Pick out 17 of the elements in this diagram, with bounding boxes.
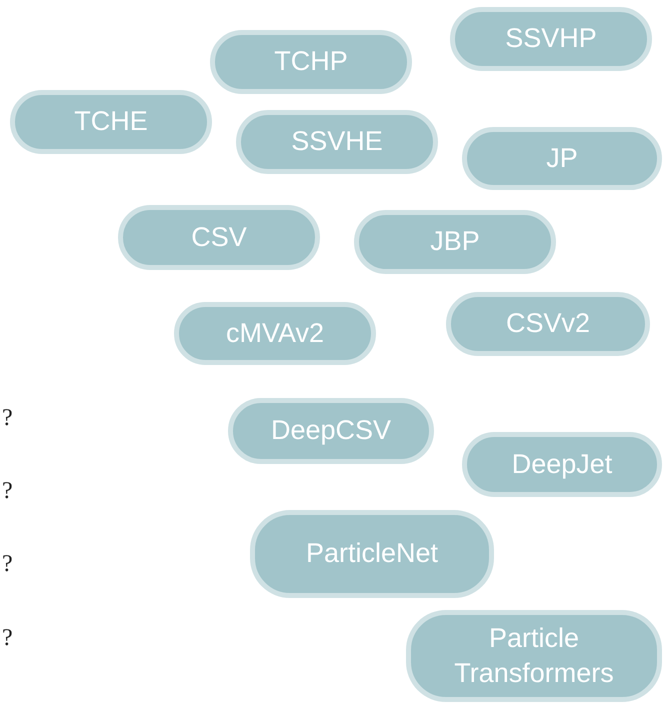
algorithm-pill: TCHE xyxy=(10,90,212,154)
algorithm-pill: cMVAv2 xyxy=(174,302,376,365)
algorithm-pill: JBP xyxy=(354,210,556,274)
algorithm-pill: CSV xyxy=(118,205,320,270)
algorithm-pill: JP xyxy=(462,127,662,190)
question-mark: ? xyxy=(2,625,13,652)
algorithm-pill: DeepJet xyxy=(462,432,662,497)
algorithm-pill: TCHP xyxy=(210,30,412,94)
question-mark: ? xyxy=(2,551,13,578)
algorithm-pill: ParticleNet xyxy=(250,510,494,598)
algorithm-pill: SSVHP xyxy=(450,7,652,71)
algorithm-pill: Particle Transformers xyxy=(406,610,662,702)
question-mark: ? xyxy=(2,478,13,505)
question-mark: ? xyxy=(2,405,13,432)
algorithm-pill: SSVHE xyxy=(236,110,438,174)
algorithm-pill: DeepCSV xyxy=(228,398,434,464)
algorithm-pill: CSVv2 xyxy=(446,292,650,356)
